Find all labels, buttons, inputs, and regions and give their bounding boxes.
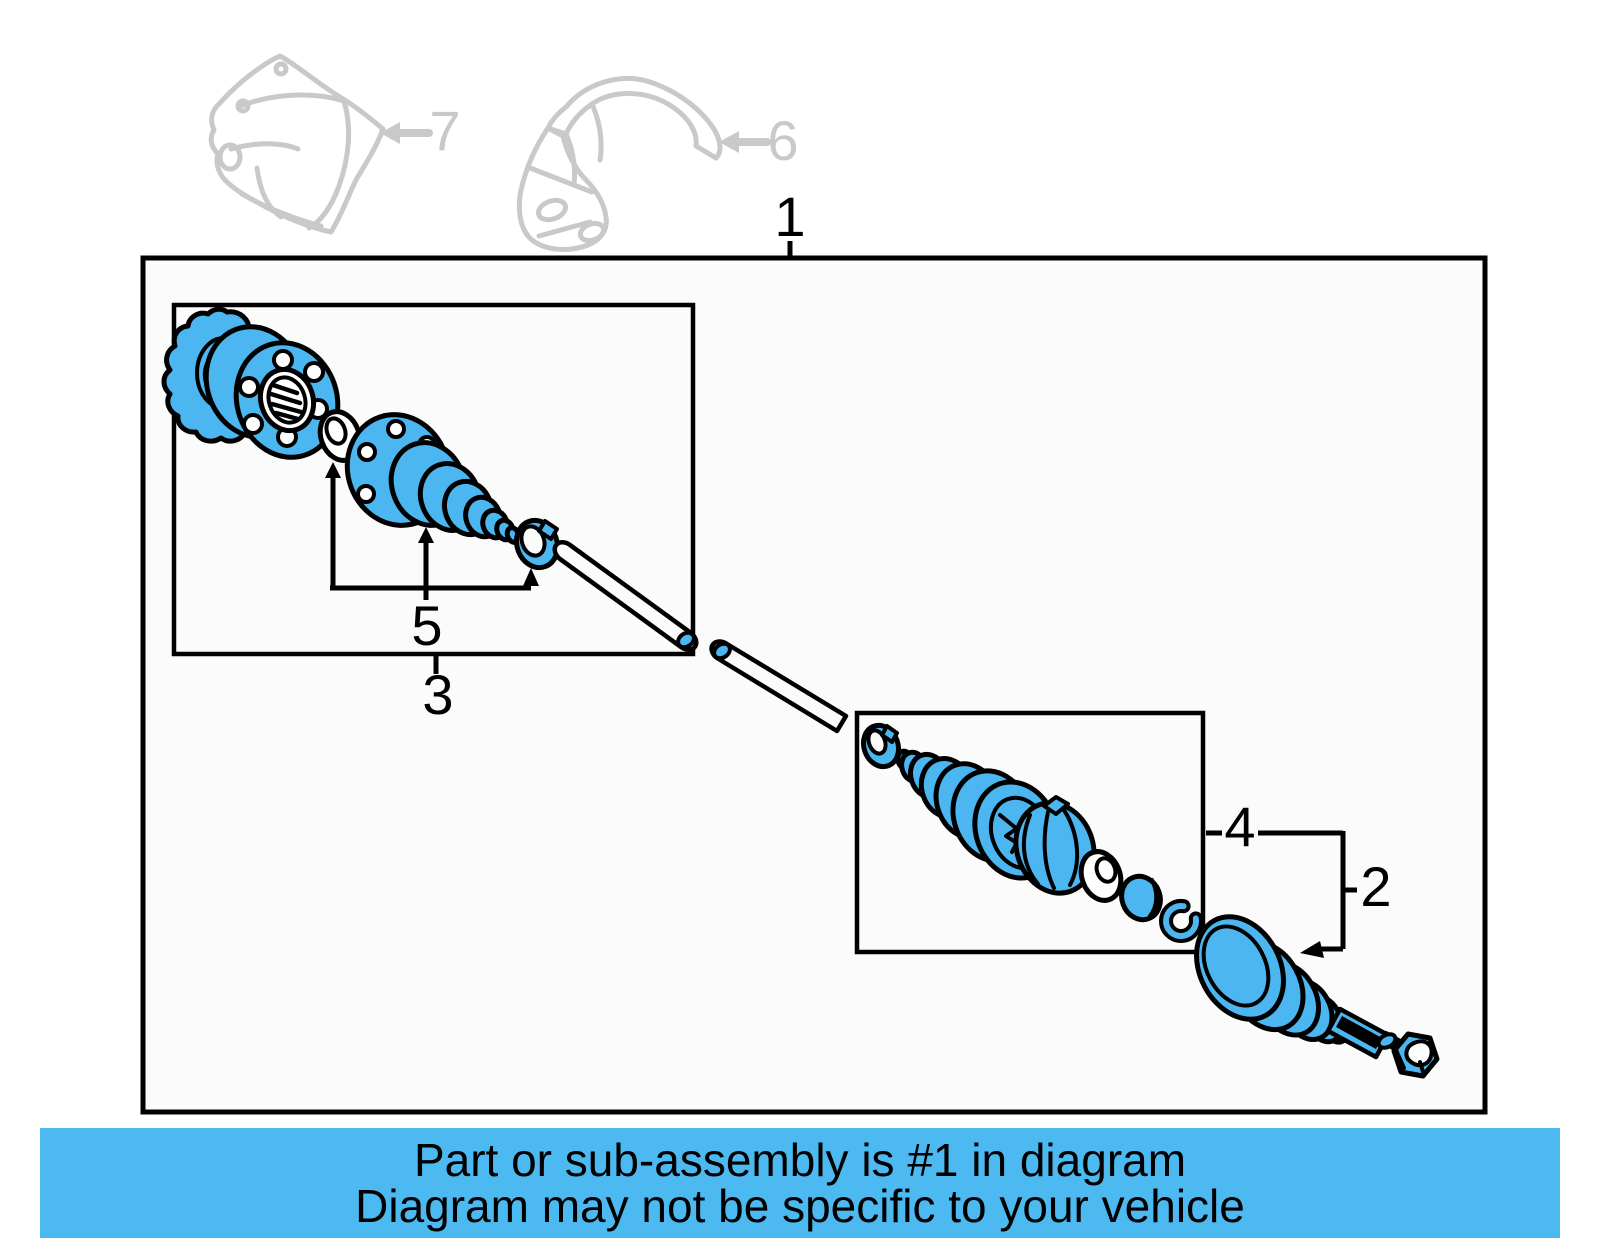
note-banner-line2: Diagram may not be specific to your vehi…	[355, 1180, 1245, 1232]
boot-kit-parts	[860, 722, 1203, 943]
inner-cv-joint	[344, 412, 522, 545]
callout-2-arrow-icon	[1300, 941, 1324, 958]
ghost-part-heat-shield	[208, 53, 386, 235]
callout-5-arrow-right-icon	[523, 568, 539, 586]
axle-parts	[161, 306, 1440, 1079]
callout-2: 2	[1360, 855, 1391, 918]
axle-shaft-lower	[709, 639, 849, 734]
ghost-part-bracket	[516, 76, 723, 252]
exploded-view-svg: 7 6 1	[140, 53, 1488, 1115]
ghost-parts	[208, 53, 771, 252]
note-banner-line1: Part or sub-assembly is #1 in diagram	[413, 1134, 1187, 1186]
callout-7-arrow-icon	[380, 122, 433, 144]
callout-5-arrow-mid-icon	[418, 527, 434, 543]
hub-flange	[203, 324, 341, 460]
axle-shaft-upper	[552, 539, 699, 653]
callout-5-arrow-left-icon	[325, 462, 341, 478]
boot-clamp	[513, 517, 561, 571]
callout-4: 4	[1224, 795, 1255, 858]
callout-1: 1	[774, 185, 805, 248]
callout-6: 6	[767, 109, 798, 172]
note-banner: Part or sub-assembly is #1 in diagram Di…	[40, 1128, 1560, 1238]
sub-box-boot-kit	[854, 710, 1206, 955]
callout-6-arrow-icon	[719, 131, 771, 153]
leader-lines	[325, 462, 1357, 958]
outer-cv-joint	[1194, 914, 1440, 1079]
callout-5: 5	[411, 594, 442, 657]
callout-3: 3	[422, 663, 453, 726]
callout-7: 7	[429, 99, 460, 162]
